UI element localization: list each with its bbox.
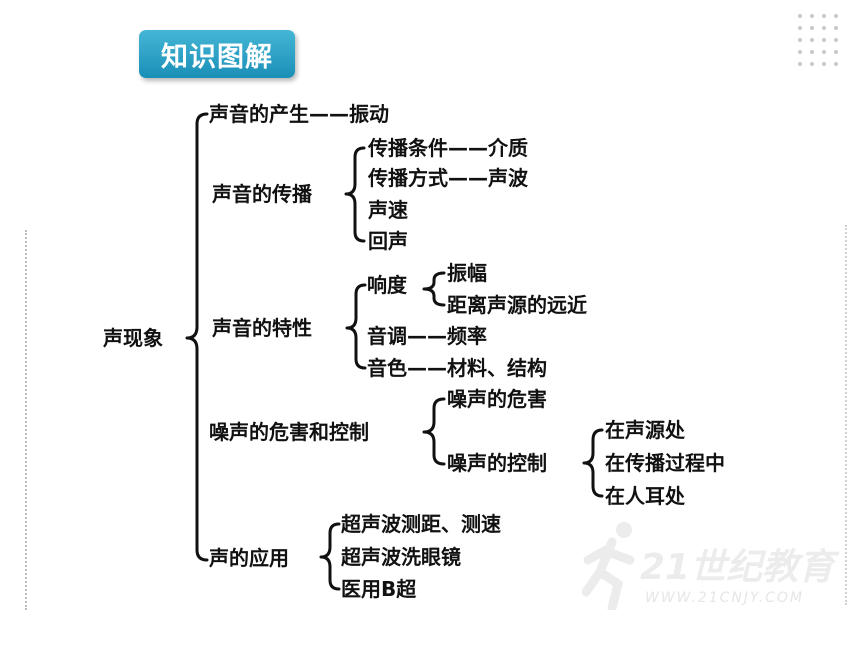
propagation-item: 回声 (368, 229, 408, 253)
characteristics-brace (345, 283, 367, 370)
application-item: 医用B超 (341, 577, 417, 601)
section-title-badge: 知识图解 (139, 30, 295, 78)
noise-brace (422, 397, 446, 466)
application-item: 超声波测距、测速 (341, 512, 501, 536)
noise-control-item: 在人耳处 (605, 484, 685, 508)
section-title: 知识图解 (161, 41, 273, 73)
loudness-item: 距离声源的远近 (447, 293, 587, 317)
noise-control-item: 在声源处 (605, 418, 685, 442)
propagation-item: 传播方式——声波 (368, 166, 528, 190)
application-node: 声的应用 (209, 546, 289, 570)
root-brace (185, 112, 209, 562)
noise-control-node: 噪声的控制 (447, 451, 547, 475)
loudness-brace (422, 271, 446, 307)
noise-control-brace (582, 428, 604, 498)
loudness-item: 振幅 (447, 261, 487, 285)
propagation-item: 声速 (368, 198, 408, 222)
propagation-node: 声音的传播 (212, 182, 312, 206)
noise-node: 噪声的危害和控制 (209, 420, 369, 444)
propagation-item: 传播条件——介质 (368, 136, 528, 160)
noise-control-item: 在传播过程中 (605, 451, 725, 475)
watermark-brand: 21世纪教育 (640, 547, 835, 588)
right-dotted-border (845, 225, 847, 605)
noise-harm-node: 噪声的危害 (447, 387, 547, 411)
loudness-node: 响度 (367, 273, 407, 297)
production-node: 声音的产生——振动 (209, 102, 389, 126)
application-brace (319, 522, 341, 591)
application-item: 超声波洗眼镜 (341, 545, 461, 569)
timbre-node: 音色——材料、结构 (367, 356, 547, 380)
runner-logo-icon (582, 522, 635, 610)
propagation-brace (344, 146, 366, 243)
characteristics-node: 声音的特性 (212, 316, 312, 340)
pitch-node: 音调——频率 (367, 324, 487, 348)
root-node: 声现象 (103, 326, 163, 350)
watermark-url: WWW.21CNJY.COM (645, 590, 805, 606)
left-dotted-border (25, 230, 27, 610)
